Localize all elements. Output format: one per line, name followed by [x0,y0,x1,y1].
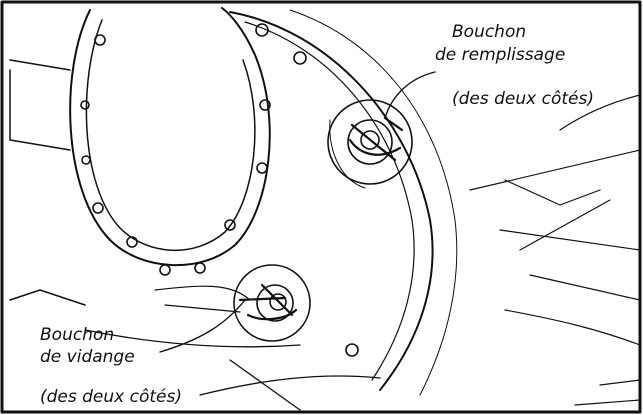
axle-housing [84,329,381,411]
backing-plate-inner [244,21,415,381]
backing-plate [229,11,434,391]
drain-plug-note: (des deux côtés) [40,387,182,407]
drain-plug-label-line2: de vidange [40,347,135,367]
fill-plug-drawing [327,99,413,189]
drain-plug-drawing [154,264,311,342]
left-arm [9,59,86,306]
bolt-ring [80,23,359,357]
fill-plug-label-line2: de remplissage [435,45,566,65]
right-edge [574,379,641,406]
drain-plug-label-line1: Bouchon [40,325,115,345]
fill-plug-label-line1: Bouchon [452,22,527,42]
right-structure [469,94,641,346]
hub-face [69,7,271,267]
backing-plate-outer [289,9,458,396]
fill-leader [384,71,436,119]
fill-plug-note: (des deux côtés) [452,89,594,109]
hub-face-inner [85,19,256,251]
drain-leader [159,299,246,353]
